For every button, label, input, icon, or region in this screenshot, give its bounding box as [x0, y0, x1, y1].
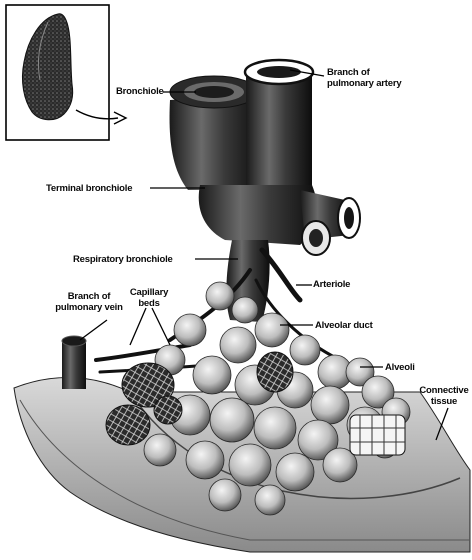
label-capillary-line1: Capillary: [128, 287, 170, 298]
label-branch-of-pulmonary-artery: Branch of pulmonary artery: [327, 67, 401, 89]
label-alveoli: Alveoli: [385, 362, 415, 373]
label-arteriole: Arteriole: [313, 279, 350, 290]
label-pulmonary-vein-line1: Branch of: [52, 291, 126, 302]
alveoli-wall: [350, 415, 405, 455]
label-capillary-line2: beds: [128, 298, 170, 309]
pulmonary-artery-tube: [245, 60, 313, 190]
lung-inset: [6, 5, 126, 140]
label-connective-line1: Connective: [418, 385, 470, 396]
label-pulmonary-artery-line1: Branch of: [327, 67, 401, 78]
label-pulmonary-artery-line2: pulmonary artery: [327, 78, 401, 89]
label-branch-of-pulmonary-vein: Branch of pulmonary vein: [52, 291, 126, 313]
label-terminal-bronchiole: Terminal bronchiole: [46, 183, 132, 194]
label-capillary-beds: Capillary beds: [128, 287, 170, 309]
label-alveolar-duct: Alveolar duct: [315, 320, 373, 331]
label-respiratory-bronchiole: Respiratory bronchiole: [73, 254, 173, 265]
label-pulmonary-vein-line2: pulmonary vein: [52, 302, 126, 313]
label-connective-line2: tissue: [418, 396, 470, 407]
pulmonary-vein-cylinder: [62, 336, 86, 389]
terminal-bronchiole: [199, 185, 360, 255]
label-bronchiole: Bronchiole: [116, 86, 164, 97]
label-connective-tissue: Connective tissue: [418, 385, 470, 407]
